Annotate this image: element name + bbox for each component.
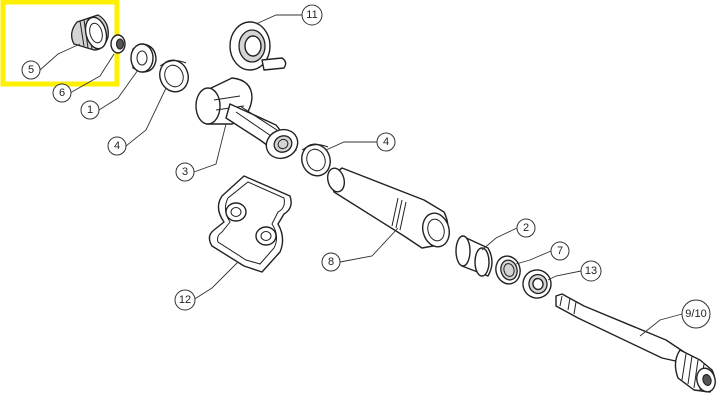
svg-text:13: 13 [585,265,597,277]
part-spacer-ring [130,43,157,73]
leader-lines [39,14,683,337]
callout-9-10: 9/10 [681,299,711,329]
callout-3: 3 [175,162,195,182]
svg-text:4: 4 [383,136,389,148]
part-washer [522,269,552,299]
part-spring-clip [229,21,287,71]
part-seal-ring [495,255,521,285]
svg-text:9/10: 9/10 [685,308,706,320]
part-split-ring-right [301,143,331,177]
callout-1: 1 [80,100,100,120]
svg-text:8: 8 [328,256,334,268]
callout-2: 2 [516,218,536,238]
callout-12: 12 [174,289,196,311]
svg-text:4: 4 [114,140,120,152]
callout-11: 11 [301,4,323,26]
part-bearing-housing [195,77,299,160]
part-split-ring-left [159,59,189,93]
part-bushing [455,235,493,277]
callout-4-right: 4 [376,132,396,152]
svg-text:11: 11 [306,9,317,21]
callout-13: 13 [580,260,602,282]
svg-text:7: 7 [557,245,563,257]
part-threaded-collar [70,14,109,51]
svg-text:12: 12 [179,294,191,306]
svg-text:3: 3 [182,166,188,178]
callout-6: 6 [52,83,72,103]
svg-text:5: 5 [28,64,34,76]
callout-7: 7 [550,241,570,261]
callout-4-left: 4 [107,136,127,156]
part-axle-spindle [555,293,716,393]
svg-text:2: 2 [523,222,529,234]
callout-5: 5 [21,60,41,80]
callout-8: 8 [321,252,341,272]
part-sleeve-tube [326,167,451,249]
svg-text:6: 6 [59,87,65,99]
part-frame-plate [208,175,292,273]
svg-text:1: 1 [87,104,93,116]
part-small-cap [110,34,126,54]
